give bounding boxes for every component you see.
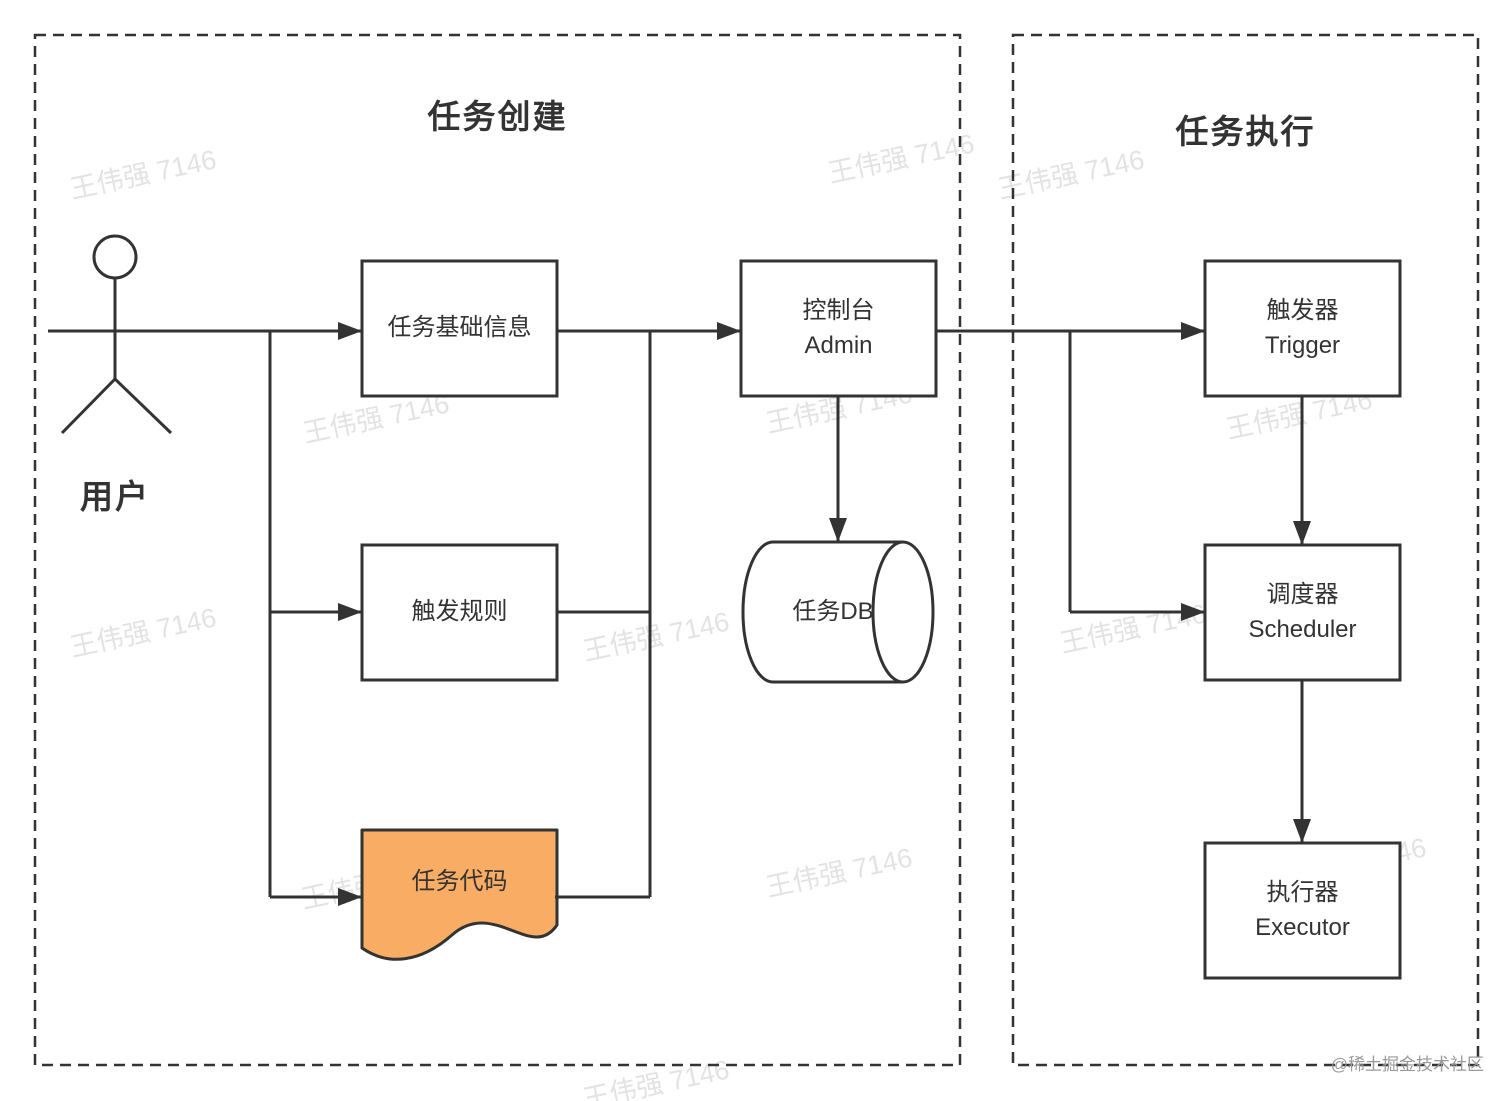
task-execution-boundary (1011, 33, 1480, 1067)
node-trigger-rules-label: 触发规则 (411, 598, 508, 626)
user-leg-right (113, 377, 173, 435)
node-task-db-cylinder (741, 540, 935, 684)
user-head (92, 234, 138, 280)
node-admin-label-en: Admin (804, 331, 873, 359)
user-label: 用户 (80, 478, 150, 515)
node-scheduler-label-cn: 调度器 (1266, 580, 1339, 608)
community-credit: @稀土掘金技术社区 (1330, 1055, 1484, 1074)
node-task-db-label: 任务DB (792, 597, 874, 625)
node-trigger-label-cn: 触发器 (1266, 296, 1339, 324)
node-task-basic-info-label: 任务基础信息 (387, 314, 532, 342)
user-leg-left (60, 377, 117, 435)
task-creation-boundary (33, 33, 962, 1067)
node-trigger-label: 触发器 Trigger (1205, 261, 1400, 396)
node-executor-label-cn: 执行器 (1266, 878, 1339, 906)
node-executor (1203, 841, 1402, 980)
task-execution-title: 任务执行 (1175, 113, 1316, 150)
node-admin-label-cn: 控制台 (802, 296, 875, 324)
node-scheduler-label-en: Scheduler (1248, 615, 1357, 643)
connectors (182, 322, 1311, 906)
node-task-code-document (360, 828, 559, 961)
cylinder-end-arc (871, 540, 904, 684)
task-creation-title: 任务创建 (427, 98, 568, 135)
node-trigger (1203, 259, 1402, 398)
node-scheduler-label: 调度器 Scheduler (1205, 545, 1400, 680)
node-admin-label: 控制台 Admin (741, 261, 936, 396)
node-executor-label-en: Executor (1255, 913, 1350, 941)
user-figure (48, 234, 182, 435)
node-executor-label: 执行器 Executor (1205, 843, 1400, 978)
node-task-basic-info (360, 259, 559, 398)
node-task-code-label: 任务代码 (411, 868, 508, 896)
node-trigger-label-en: Trigger (1264, 331, 1341, 359)
